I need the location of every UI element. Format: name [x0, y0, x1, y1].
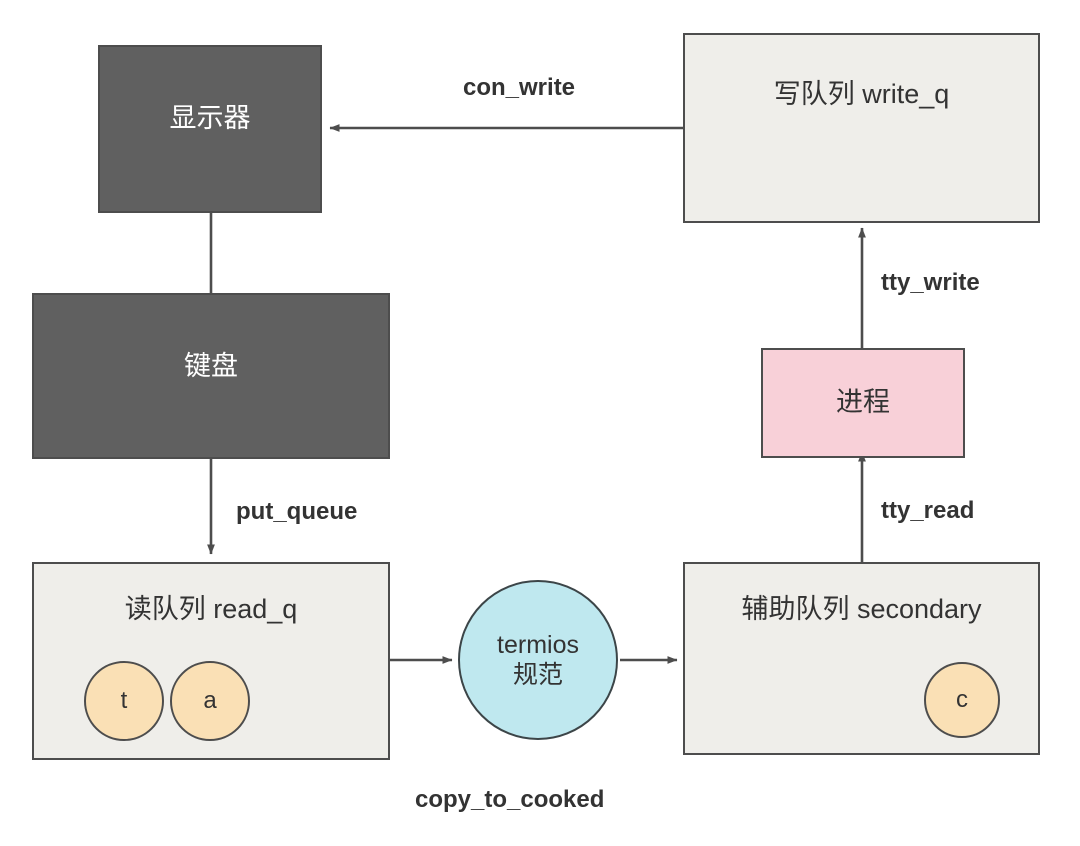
- node-process-label: 进程: [836, 387, 890, 417]
- node-process[interactable]: 进程: [761, 348, 965, 458]
- edge-label-put-queue: put_queue: [236, 498, 358, 525]
- node-monitor-label: 显示器: [169, 103, 251, 133]
- edge-label-con-write: con_write: [463, 74, 576, 101]
- node-keyboard[interactable]: 键盘: [32, 293, 390, 459]
- node-write-queue-label: 写队列 write_q: [773, 79, 950, 109]
- token-circle-t-label: t: [120, 687, 128, 714]
- node-keyboard-label: 键盘: [184, 351, 238, 381]
- node-read-queue-label: 读队列 read_q: [124, 594, 298, 624]
- node-secondary-queue[interactable]: 辅助队列 secondary: [683, 562, 1040, 755]
- token-circle-a[interactable]: a: [170, 661, 250, 741]
- token-circle-c-label: c: [956, 686, 968, 713]
- token-circle-c[interactable]: c: [924, 662, 1000, 738]
- node-secondary-queue-label: 辅助队列 secondary: [741, 594, 982, 624]
- token-circle-t[interactable]: t: [84, 661, 164, 741]
- node-write-queue[interactable]: 写队列 write_q: [683, 33, 1040, 223]
- edge-label-tty-read: tty_read: [881, 497, 975, 524]
- node-termios[interactable]: termios 规范: [458, 580, 618, 740]
- node-monitor[interactable]: 显示器: [98, 45, 322, 213]
- node-termios-label-line1: termios: [497, 630, 579, 659]
- edge-label-tty-write: tty_write: [881, 269, 980, 296]
- node-termios-label-line2: 规范: [512, 661, 563, 689]
- token-circle-a-label: a: [203, 687, 217, 714]
- edge-label-copy-to-cooked: copy_to_cooked: [415, 786, 605, 813]
